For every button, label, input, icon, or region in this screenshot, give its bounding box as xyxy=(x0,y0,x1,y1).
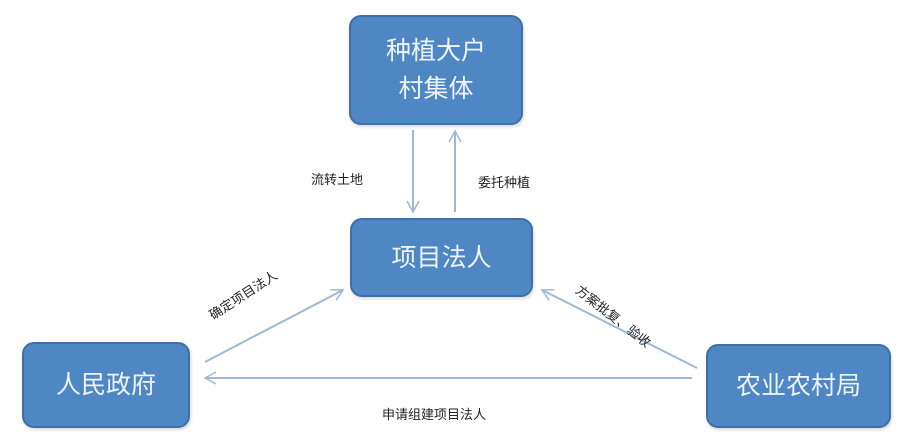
edge-label-transfer-land: 流转土地 xyxy=(311,173,364,188)
node-label: 人民政府 xyxy=(55,370,156,399)
arrow-left-to-center xyxy=(204,289,345,363)
node-agriculture-bureau: 农业农村局 xyxy=(706,344,891,428)
node-label: 项目法人 xyxy=(391,242,492,272)
node-label: 村集体 xyxy=(398,74,474,103)
node-label: 种植大户 xyxy=(385,36,486,65)
edge-label-apply-entity: 申请组建项目法人 xyxy=(382,408,487,423)
node-planting-households: 种植大户 村集体 xyxy=(349,15,523,125)
node-project-legal-entity: 项目法人 xyxy=(350,218,533,297)
edge-label-entrust-planting: 委托种植 xyxy=(478,176,531,191)
node-peoples-government: 人民政府 xyxy=(22,342,190,428)
node-label: 农业农村局 xyxy=(735,371,861,400)
arrow-right-to-center xyxy=(540,288,698,369)
